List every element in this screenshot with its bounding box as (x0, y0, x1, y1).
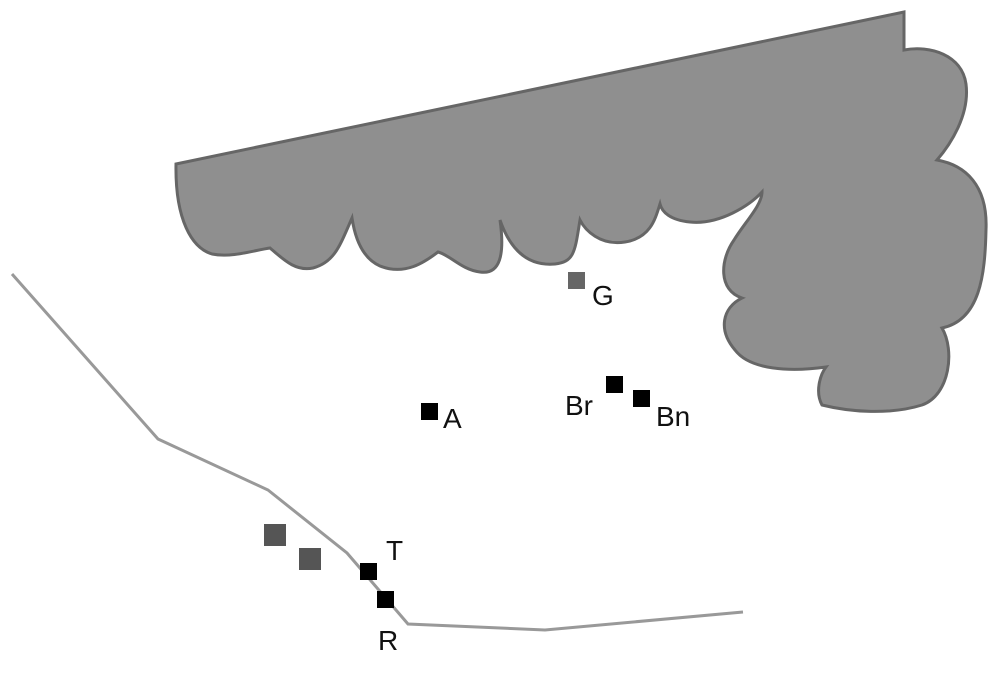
marker-a (421, 403, 438, 420)
marker-unlabeled-1 (264, 524, 286, 546)
label-r: R (378, 625, 398, 656)
path-line (10, 273, 744, 632)
marker-br (606, 376, 623, 393)
label-br: Br (565, 390, 593, 421)
labels-layer: G A Br Bn T R (378, 280, 690, 656)
gray-region (174, 10, 988, 413)
marker-r (377, 591, 394, 608)
marker-t (360, 563, 377, 580)
label-g: G (592, 280, 614, 311)
label-bn: Bn (656, 401, 690, 432)
marker-unlabeled-2 (299, 548, 321, 570)
label-t: T (386, 535, 403, 566)
label-a: A (443, 403, 462, 434)
marker-g (568, 272, 585, 289)
markers-layer (264, 272, 650, 608)
marker-bn (633, 390, 650, 407)
